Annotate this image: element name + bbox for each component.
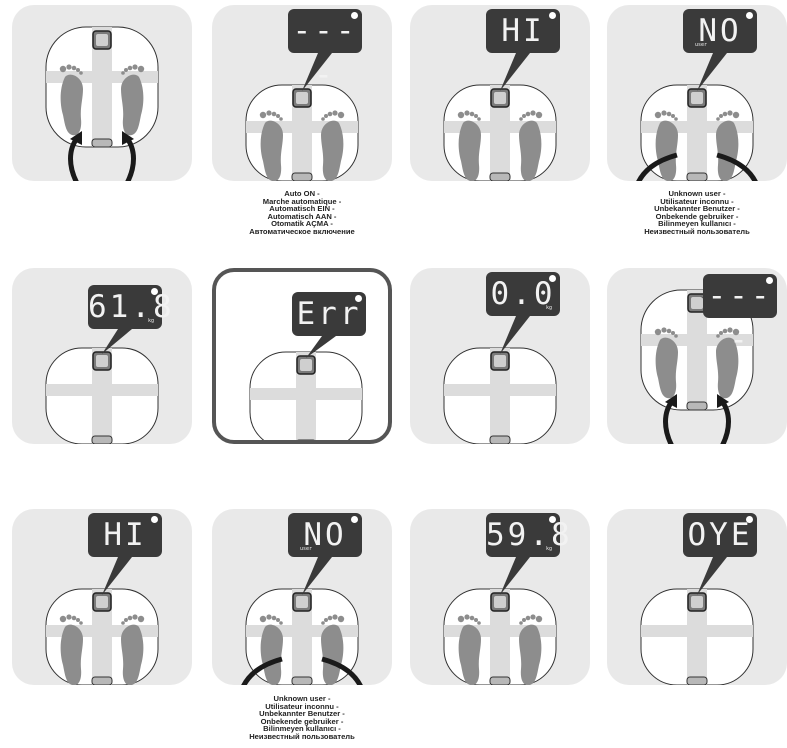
lcd-reading: NO [303,517,347,553]
bluetooth-icon [549,12,556,19]
lcd-unit-label: user [695,42,708,48]
lcd-unit-label: kg [545,546,552,552]
lcd-reading: OYE [687,517,753,553]
curved-arrow-icon [716,152,758,181]
foot-icon [121,64,145,136]
bluetooth-icon [766,277,773,284]
bluetooth-icon [151,288,158,295]
foot-icon [59,614,83,685]
bluetooth-icon [151,516,158,523]
curved-arrow-icon [122,131,134,145]
curved-arrow-icon [321,656,363,685]
step-panel: ---- [212,5,392,181]
bluetooth-icon [351,12,358,19]
lcd-reading: 59.8 [486,517,573,553]
bluetooth-icon [355,295,362,302]
caption-auto-on: Auto ON - Marche automatique - Automatis… [249,189,355,236]
lcd-reading: HI [501,13,545,49]
lcd-display: Err [292,292,366,336]
lcd-reading: HI [103,517,147,553]
callout-pointer [302,557,332,595]
lcd-unit-label: kg [147,318,154,324]
foot-icon [519,110,543,181]
step-panel: HI [410,5,590,181]
callout-pointer [302,53,332,91]
lcd-reading: 61.8 [88,289,175,325]
step-panel [12,5,192,181]
callout-pointer [102,557,132,595]
lcd-display: ---- [703,274,777,358]
callout-pointer [500,557,530,595]
lcd-unit-label: user [300,546,313,552]
lcd-display: ---- [288,9,362,93]
foot-icon [654,110,678,181]
foot-icon [519,614,543,685]
foot-icon [321,110,345,181]
lcd-reading: 0.0 [490,276,556,312]
callout-pointer [500,316,530,354]
caption-unknown-user-2: Unknown user - Utilisateur inconnu - Unb… [249,694,355,741]
bluetooth-icon [746,12,753,19]
lcd-reading: Err [296,296,362,332]
foot-icon [716,110,740,181]
lcd-display: HI [486,9,560,53]
foot-icon [654,327,678,399]
foot-icon [716,327,740,399]
bluetooth-icon [351,516,358,523]
bluetooth-icon [549,275,556,282]
curved-arrow-icon [665,394,677,408]
lcd-unit-label: kg [545,305,552,311]
foot-icon [259,110,283,181]
curved-arrow-icon [636,152,678,181]
callout-pointer [697,557,727,595]
callout-pointer [306,336,336,358]
lcd-reading: NO [698,13,742,49]
bluetooth-icon [549,516,556,523]
caption-unknown-user-1: Unknown user - Utilisateur inconnu - Unb… [644,189,750,236]
callout-pointer [697,53,727,91]
foot-icon [259,614,283,685]
callout-pointer [102,329,132,354]
foot-icon [457,110,481,181]
foot-icon [457,614,481,685]
lcd-reading: ---- [292,13,358,93]
lcd-display: OYE [683,513,757,557]
foot-icon [59,64,83,136]
curved-arrow-icon [717,394,729,408]
callout-pointer [500,53,530,91]
foot-icon [321,614,345,685]
lcd-reading: ---- [707,278,773,358]
step-panel: OYE [607,509,787,685]
curved-arrow-icon [70,131,82,145]
bluetooth-icon [746,516,753,523]
foot-icon [121,614,145,685]
step-panel: HI [12,509,192,685]
lcd-display: HI [88,513,162,557]
step-panel: Err [212,268,392,444]
curved-arrow-icon [241,656,283,685]
step-panel: ---- [607,268,787,444]
